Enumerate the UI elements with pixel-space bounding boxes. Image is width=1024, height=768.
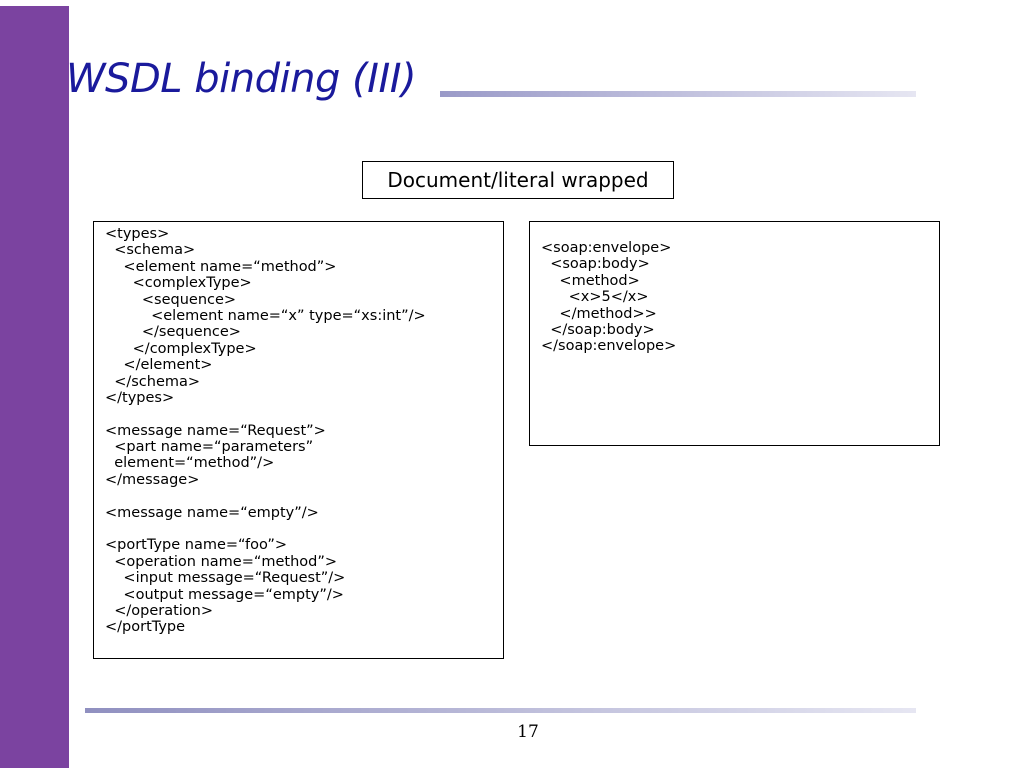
code-line: </schema> [105,373,201,390]
code-line [105,521,503,537]
code-line: <schema> [105,242,196,259]
code-line: </message> [105,471,200,488]
code-line: <x>5</x> [541,289,649,306]
code-line: <operation name=“method”> [105,553,338,570]
code-line: </types> [105,389,175,406]
code-line: <soap:body> [541,256,650,273]
code-line [105,488,503,504]
code-line: <element name=“method”> [105,258,337,275]
title-underline-rule [440,91,916,97]
footer-rule [85,708,916,713]
code-line: <types> [105,226,170,242]
code-line: <complexType> [105,275,252,292]
code-line: </operation> [105,602,214,619]
code-line: </soap:body> [541,321,655,338]
code-line: <element name=“x” type=“xs:int”/> [105,307,426,324]
code-line: </sequence> [105,324,241,341]
soap-message-box: <soap:envelope> <soap:body> <method> <x>… [529,221,940,446]
code-line: <message name=“empty”/> [105,504,319,521]
code-line: <part name=“parameters” [105,439,314,456]
code-line: </element> [105,357,213,374]
code-line: <portType name=“foo”> [105,537,288,554]
code-line: </complexType> [105,340,257,357]
code-line: <message name=“Request”> [105,422,326,439]
code-line: </soap:envelope> [541,338,677,355]
code-line: <input message=“Request”/> [105,570,346,587]
slide-title: WSDL binding (III) [66,56,417,102]
code-line: element=“method”/> [105,455,275,472]
subtitle-box: Document/literal wrapped [362,161,674,199]
wsdl-code-box: <types> <schema> <element name=“method”>… [93,221,504,659]
code-line: </portType [105,619,186,636]
code-line [105,406,503,422]
page-number: 17 [517,722,539,742]
code-line: <sequence> [105,291,237,308]
code-line: <method> [541,272,640,289]
code-line: </method>> [541,305,657,322]
code-line: <soap:envelope> [541,240,672,256]
slide-sidebar-band [0,6,69,768]
code-line: <output message=“empty”/> [105,586,344,603]
